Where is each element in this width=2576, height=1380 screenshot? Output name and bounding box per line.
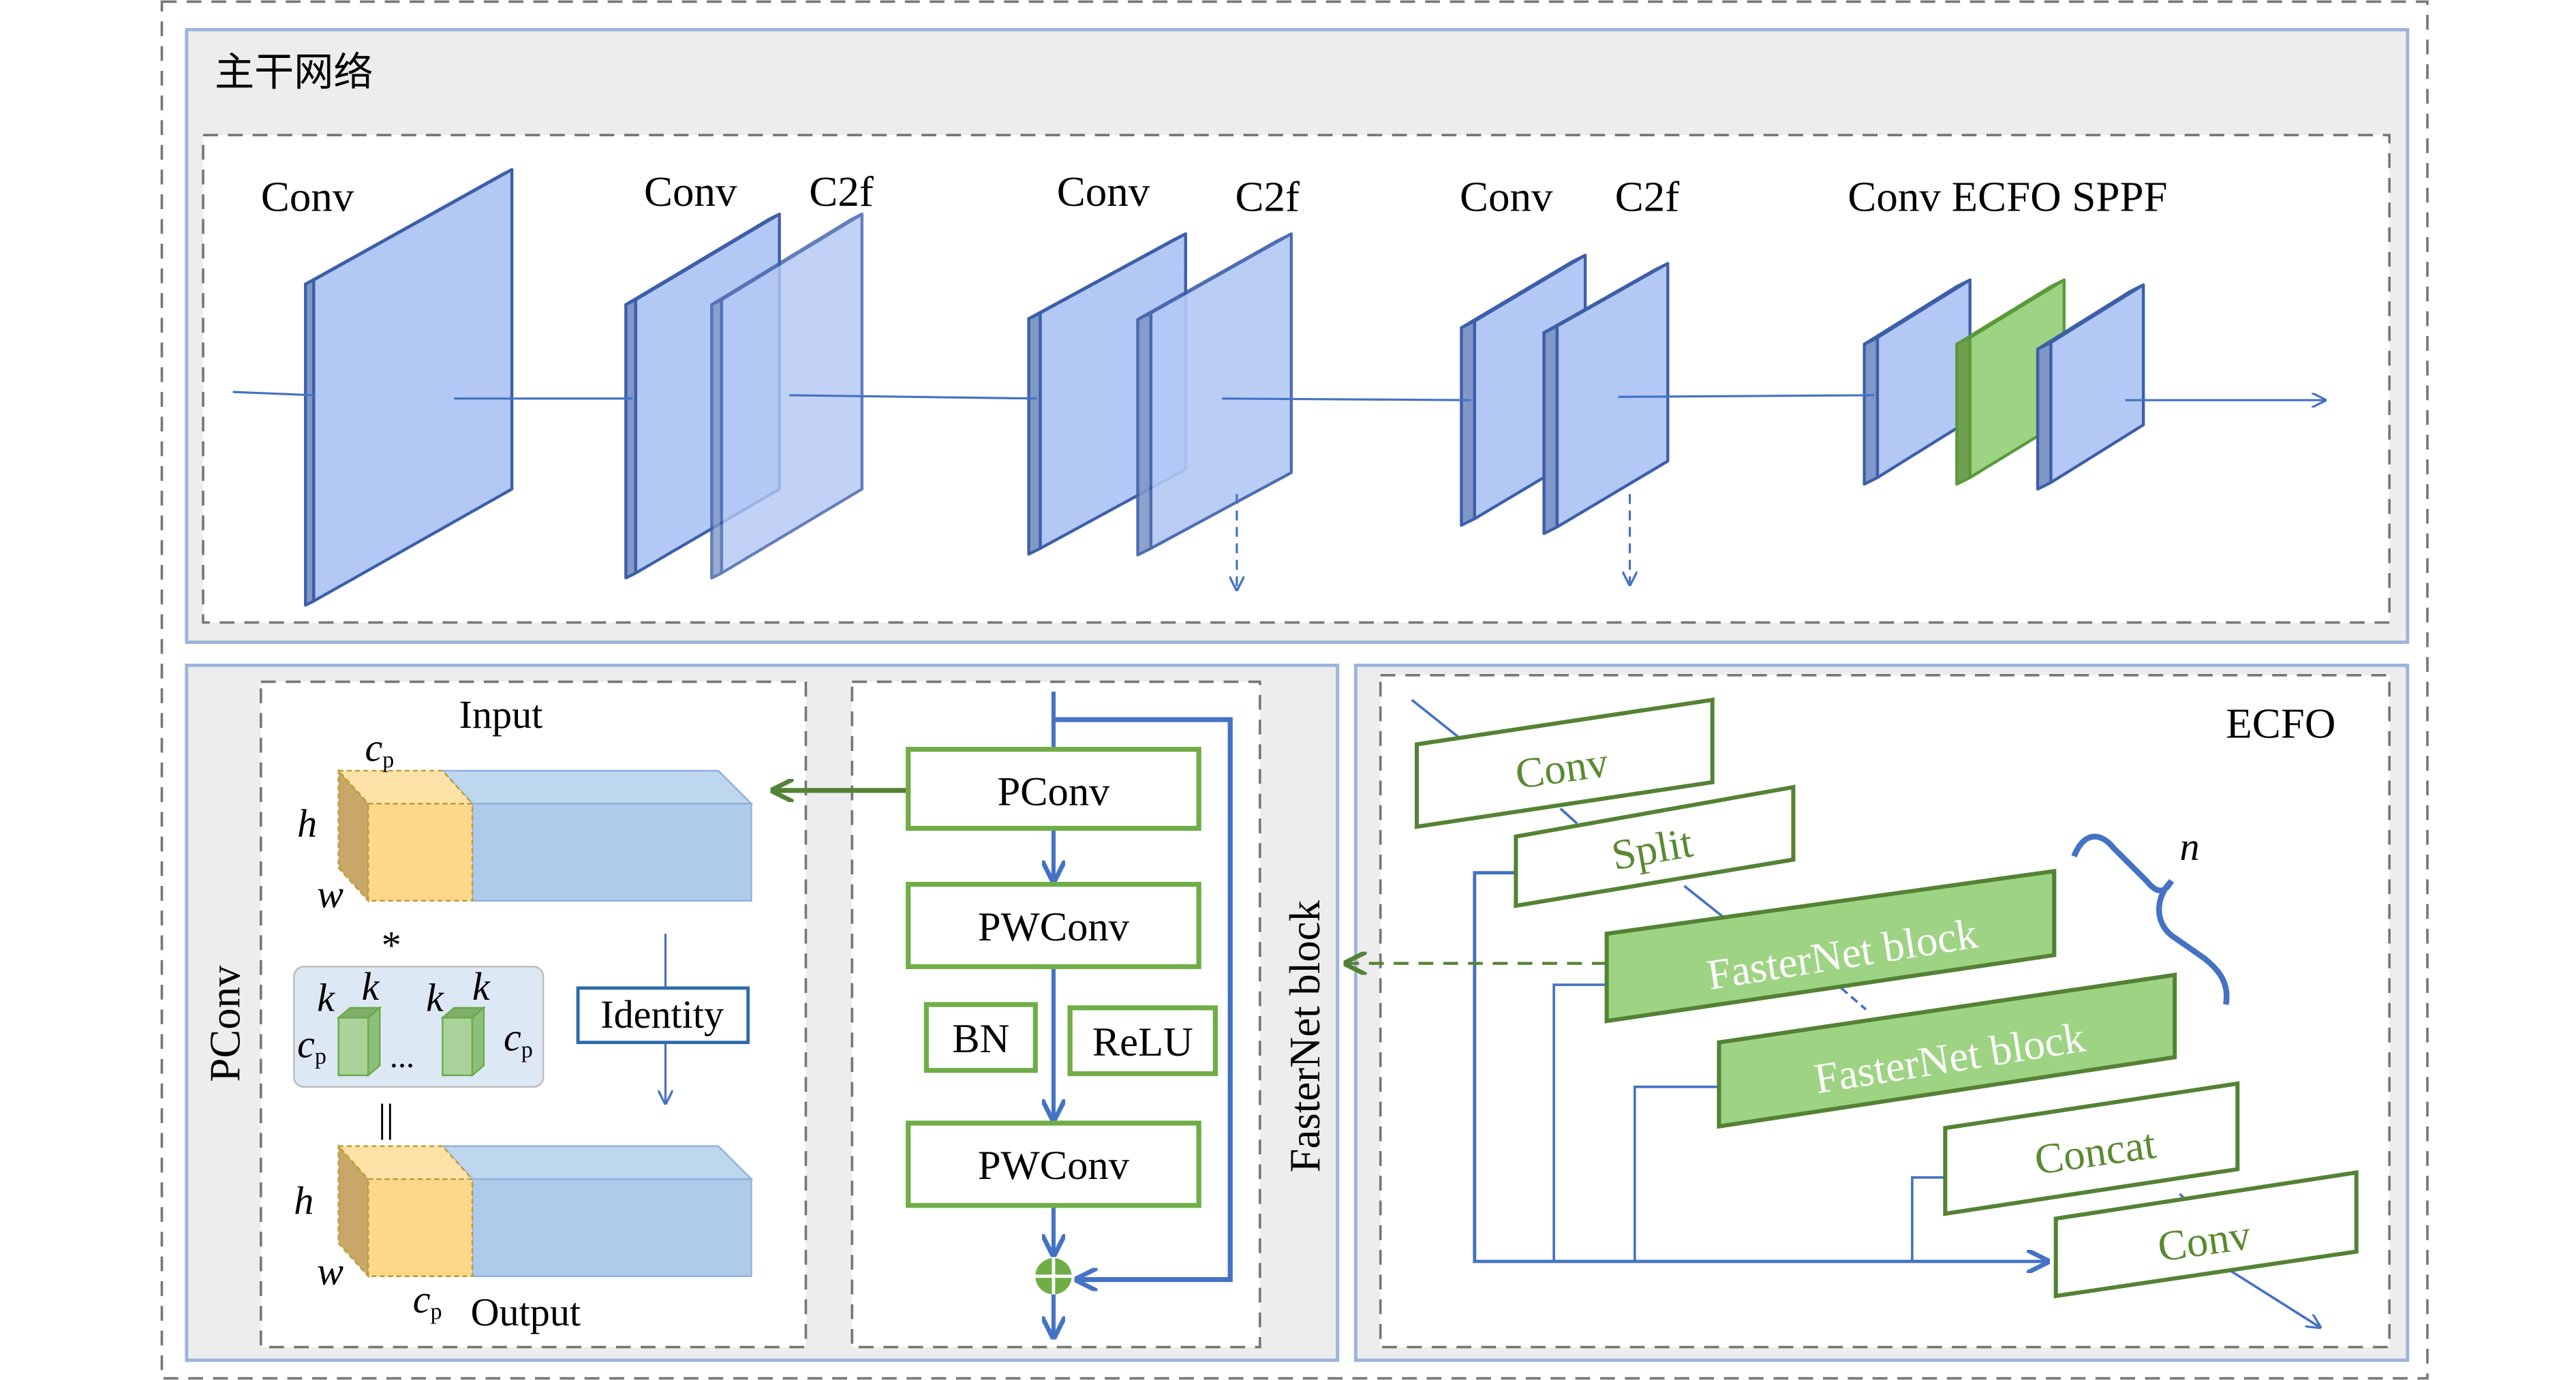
- layer-front-face: [2049, 283, 2145, 485]
- h-label: h: [297, 801, 317, 846]
- bn-block: [923, 1002, 1038, 1073]
- svg-text:cp: cp: [413, 1277, 442, 1325]
- layer-label: Conv: [261, 172, 354, 220]
- conv-layer: [2036, 283, 2145, 491]
- conv-layer: [710, 212, 864, 580]
- cp-subscript: p: [431, 1300, 442, 1325]
- pwconv-block: [906, 1120, 1201, 1208]
- cp-label: c: [413, 1277, 431, 1321]
- ecfo-title: ECFO: [2226, 700, 2335, 748]
- ecfo-fasternet-block: [1717, 972, 2177, 1129]
- cp-subscript: p: [315, 1044, 326, 1069]
- layer-side-face: [1460, 320, 1476, 527]
- block-label: PConv: [997, 769, 1110, 815]
- pconv-side-label: PConv: [201, 965, 249, 1082]
- ecfo-split-block: [1514, 784, 1796, 908]
- layer-label: C2f: [1235, 172, 1300, 220]
- repeat-count: n: [2179, 824, 2199, 868]
- output-tensor: [337, 1144, 754, 1278]
- ellipsis: ...: [390, 1039, 414, 1075]
- backbone-labels: Conv Conv C2f Conv C2f Conv C2f Conv ECF…: [261, 168, 2168, 220]
- layer-label: C2f: [1615, 172, 1680, 220]
- cp-label: c: [297, 1022, 315, 1066]
- layer-label: C2f: [809, 168, 874, 215]
- layer-front-face: [720, 212, 864, 575]
- layer-label: Conv: [644, 168, 737, 215]
- conv-layer: [1862, 278, 1972, 486]
- conv-layer: [1542, 262, 1670, 536]
- k-label: k: [362, 964, 380, 1009]
- input-label: Input: [459, 692, 543, 737]
- layer-front-face: [1149, 232, 1293, 550]
- w-label: w: [317, 1249, 343, 1293]
- layer-side-face: [1542, 324, 1559, 536]
- ecfo-fasternet-block: [1604, 868, 2057, 1024]
- svg-text:cp: cp: [504, 1015, 533, 1063]
- cp-subscript: p: [382, 748, 394, 773]
- w-label: w: [317, 872, 343, 917]
- k-label: k: [472, 964, 491, 1009]
- kernel-group: [293, 966, 545, 1088]
- repeat-brace: [2071, 833, 2230, 1005]
- svg-text:cp: cp: [297, 1022, 326, 1069]
- layer-label: Conv ECFO SPPF: [1847, 172, 2167, 220]
- backbone-panel: 主干网络 Conv Conv C2f Conv C2f Conv C2f Con…: [185, 28, 2410, 644]
- layer-side-face: [1862, 336, 1880, 486]
- ecfo-concat-block: [1943, 1081, 2240, 1216]
- k-label: k: [317, 976, 335, 1020]
- ecfo-panel: ECFO Conv Split FasterNet: [1346, 663, 2410, 1362]
- pwconv-block: [906, 882, 1201, 970]
- relu-block: [1067, 1005, 1218, 1077]
- fasternet-panel: PConv FasterNet block: [185, 663, 1340, 1362]
- layer-side-face: [1136, 311, 1153, 557]
- identity-box: [576, 986, 750, 1045]
- h-label: h: [294, 1178, 313, 1223]
- svg-text:cp: cp: [365, 725, 394, 773]
- cp-label: c: [504, 1015, 521, 1060]
- k-label: k: [426, 976, 444, 1020]
- layer-side-face: [2036, 341, 2053, 491]
- cp-label: c: [365, 725, 382, 769]
- ecfo-conv-block: [1414, 697, 1715, 829]
- conv-operator: *: [382, 923, 401, 967]
- backbone-title: 主干网络: [215, 49, 373, 95]
- layer-label: Conv: [1460, 172, 1553, 220]
- identity-label: Identity: [600, 992, 724, 1037]
- backbone-layers: [304, 168, 2145, 607]
- layer-front-face: [312, 168, 514, 603]
- layer-label: Conv: [1057, 168, 1150, 215]
- pconv-block: [906, 746, 1201, 831]
- output-label: Output: [471, 1290, 581, 1334]
- block-label: BN: [952, 1016, 1009, 1062]
- fasternet-side-label: FasterNet block: [1281, 900, 1329, 1172]
- block-label: PWConv: [978, 1143, 1130, 1189]
- outer-frame: [160, 0, 2429, 1380]
- ecfo-conv-block: [2053, 1170, 2359, 1299]
- add-icon: [1035, 1258, 1072, 1295]
- layer-side-face: [1955, 336, 1972, 486]
- cp-subscript: p: [521, 1037, 533, 1062]
- layer-front-face: [1555, 262, 1670, 529]
- conv-layer: [304, 168, 514, 607]
- conv-layer: [1136, 232, 1293, 557]
- block-label: ReLU: [1092, 1019, 1193, 1065]
- layer-side-face: [1027, 311, 1042, 556]
- skip-connection: [1053, 717, 1233, 1280]
- input-tensor: [337, 768, 754, 903]
- equals-sign: ||: [378, 1096, 394, 1140]
- block-label: PWConv: [978, 904, 1130, 950]
- backbone-connections: [232, 390, 2325, 589]
